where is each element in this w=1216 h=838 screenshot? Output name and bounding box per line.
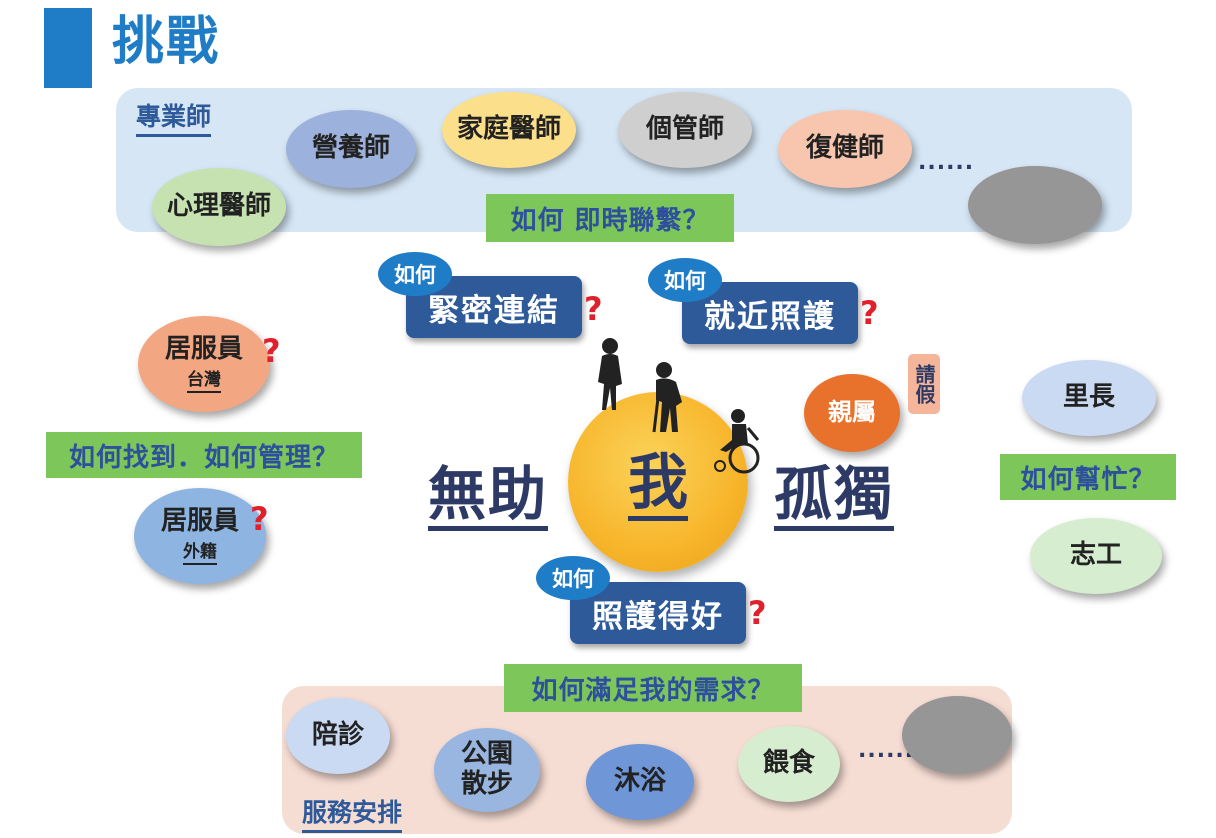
village-chief-label: 里長 <box>1062 382 1115 413</box>
volunteer-oval: 志工 <box>1030 518 1162 594</box>
case-manager-label: 個管師 <box>645 114 724 145</box>
needs-question-box: 如何滿足我的需求？ <box>504 664 802 712</box>
community-question-box: 如何幫忙？ <box>1000 454 1176 500</box>
how-badge-near: 如何 <box>648 258 722 302</box>
case-manager-oval: 個管師 <box>618 92 752 168</box>
caregiver-foreign-label: 居服員 <box>160 506 239 537</box>
bathing-label: 沐浴 <box>613 766 666 797</box>
psychologist-oval: 心理醫師 <box>152 168 286 246</box>
leave-tag: 請假 <box>908 354 940 414</box>
center-circle <box>568 392 748 572</box>
me-label: 我 <box>628 450 688 521</box>
family-oval: 親屬 <box>804 374 900 452</box>
rehab-therapist-label: 復健師 <box>805 133 884 164</box>
good-care-box: 照護得好 <box>570 582 746 644</box>
caregiver-taiwan-sub: 台灣 <box>187 371 221 393</box>
lonely-word: 孤獨 <box>774 462 895 531</box>
how-badge-well: 如何 <box>536 556 610 600</box>
family-label: 親屬 <box>828 398 876 427</box>
close-question-mark: ? <box>584 290 603 328</box>
helpless-word: 無助 <box>428 462 549 531</box>
feeding-label: 餵食 <box>762 748 815 779</box>
professionals-label: 專業師 <box>136 102 212 137</box>
services-label: 服務安排 <box>302 798 403 833</box>
contact-question-box: 如何 即時聯繫？ <box>486 194 734 242</box>
escort-visit-label: 陪診 <box>311 720 364 751</box>
people-silhouette-icon <box>598 338 760 474</box>
how-badge-close: 如何 <box>378 252 452 296</box>
psychologist-label: 心理醫師 <box>166 191 271 222</box>
well-question-mark: ? <box>748 594 767 632</box>
near-question-mark: ? <box>860 294 879 332</box>
nearby-care-box: 就近照護 <box>682 282 858 344</box>
rehab-therapist-oval: 復健師 <box>778 110 912 188</box>
family-doctor-label: 家庭醫師 <box>456 114 561 145</box>
nutritionist-label: 營養師 <box>311 133 390 164</box>
bathing-oval: 沐浴 <box>586 744 694 820</box>
leave-tag-label: 請假 <box>912 364 936 404</box>
escort-visit-oval: 陪診 <box>286 698 390 774</box>
caregiver-foreign-question-mark: ? <box>250 500 269 538</box>
park-walk-label: 公園散步 <box>460 739 513 799</box>
family-doctor-oval: 家庭醫師 <box>442 92 576 168</box>
village-chief-oval: 里長 <box>1022 360 1156 436</box>
more-services-oval <box>902 696 1012 774</box>
title-accent-bar <box>44 8 92 88</box>
more-professionals-oval <box>968 166 1102 244</box>
caregiver-taiwan-label: 居服員 <box>164 334 243 365</box>
page-title: 挑戰 <box>112 12 221 72</box>
caregiver-foreign-oval: 居服員 外籍 <box>134 488 266 584</box>
feeding-oval: 餵食 <box>738 726 840 802</box>
nutritionist-oval: 營養師 <box>286 110 416 188</box>
caregiver-taiwan-oval: 居服員 台灣 <box>138 316 270 412</box>
caregiver-question-box: 如何找到．如何管理？ <box>46 432 362 478</box>
caregiver-foreign-sub: 外籍 <box>183 543 217 565</box>
volunteer-label: 志工 <box>1069 540 1122 571</box>
park-walk-oval: 公園散步 <box>434 728 540 812</box>
caregiver-taiwan-question-mark: ? <box>262 332 281 370</box>
professionals-ellipsis: ...... <box>918 150 975 175</box>
